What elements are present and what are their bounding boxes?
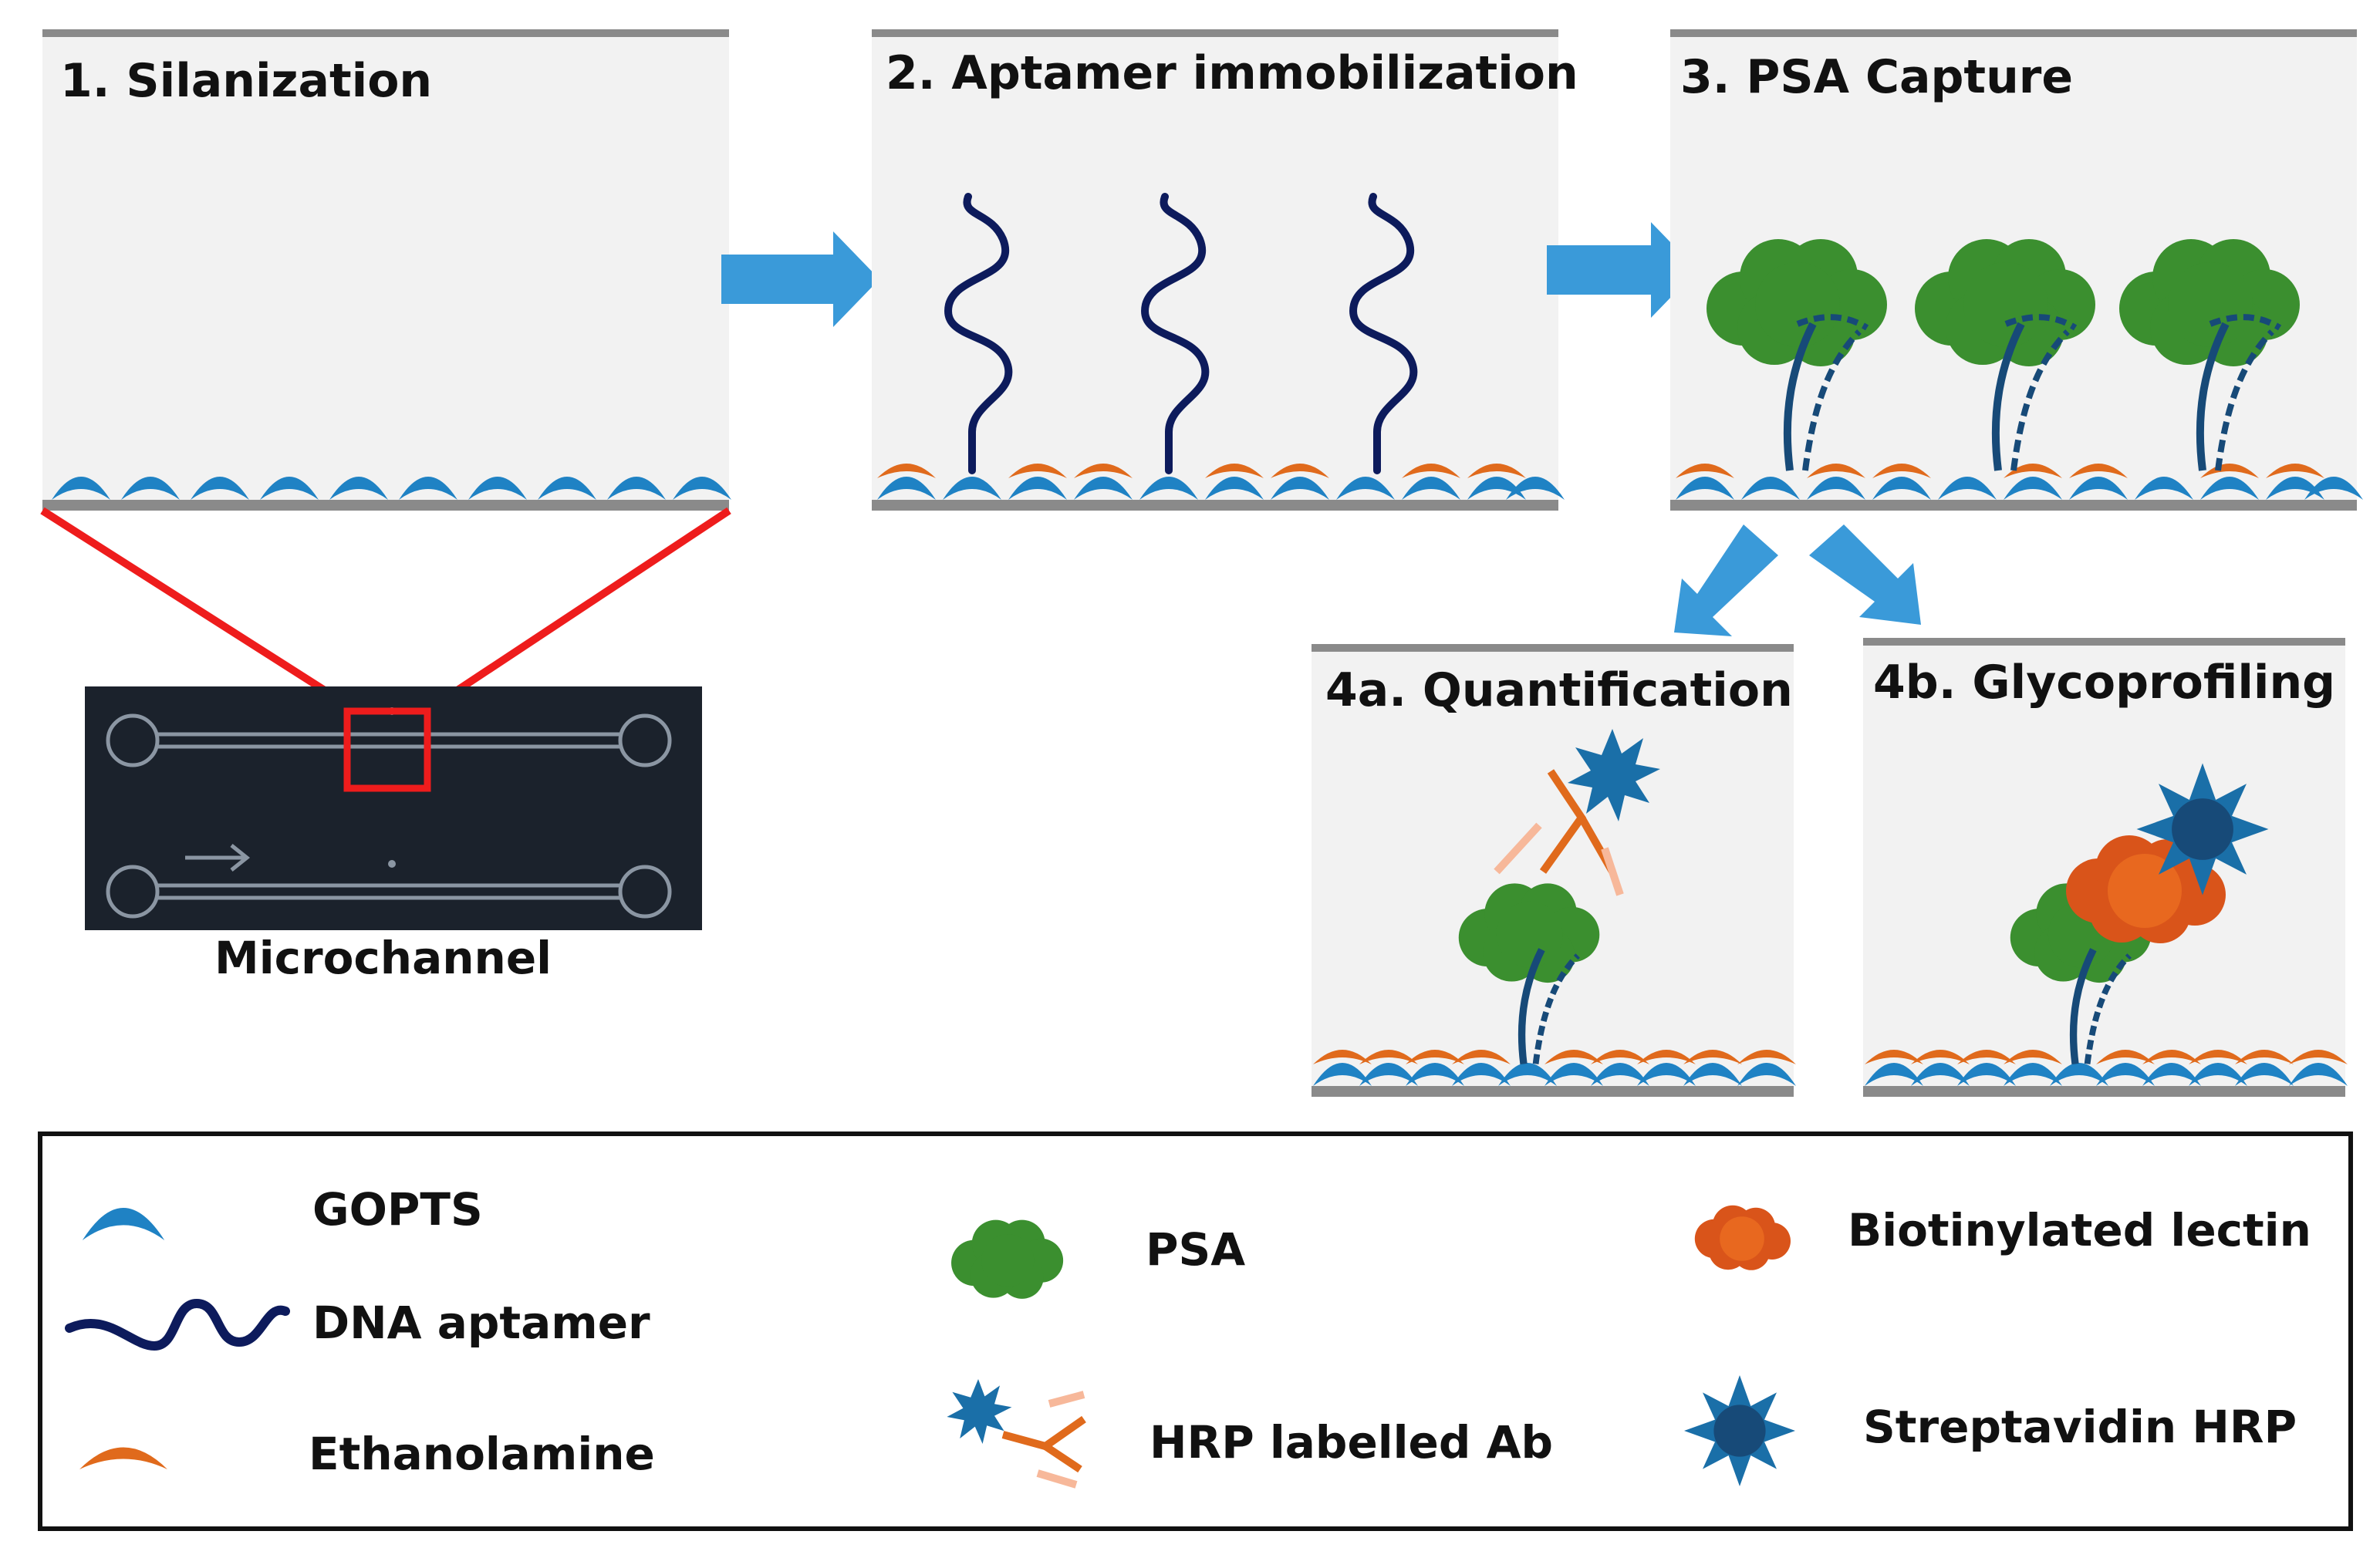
legend-label-gopts: GOPTS	[312, 1183, 483, 1236]
legend-item-dna-aptamer: DNA aptamer	[65, 1297, 650, 1351]
zoom-box	[343, 707, 431, 792]
panel-title-silanization: 1. Silanization	[60, 54, 432, 108]
legend-label-hrp-ab: HRP labelled Ab	[1149, 1416, 1553, 1469]
chip-label: Microchannel	[214, 932, 552, 984]
psa-quantification-complex	[1458, 883, 1600, 1064]
legend-label-streptavidin: Streptavidin HRP	[1863, 1401, 2297, 1453]
arrow-step1-to-step2	[721, 231, 879, 327]
panel-title-aptamer-immobilization: 2. Aptamer immobilization	[886, 46, 1578, 100]
legend: GOPTS DNA aptamer Ethanolamine PSA HRP l…	[38, 1131, 2353, 1531]
legend-item-lectin: Biotinylated lectin	[1694, 1204, 2311, 1270]
panel-quantification: 4a. Quantification	[1312, 644, 1796, 1097]
legend-item-ethanolamine: Ethanolamine	[79, 1428, 655, 1480]
legend-item-hrp-ab: HRP labelled Ab	[947, 1379, 1553, 1489]
legend-item-gopts: GOPTS	[82, 1183, 483, 1240]
legend-label-ethanolamine: Ethanolamine	[309, 1428, 655, 1480]
psa-glyco-complex	[2010, 883, 2152, 1064]
dna-aptamer-icon	[65, 1298, 290, 1351]
panel-title-psa-capture: 3. PSA Capture	[1680, 50, 2073, 104]
legend-label-dna-aptamer: DNA aptamer	[312, 1297, 650, 1349]
panel-title-glycoprofiling: 4b. Glycoprofiling	[1873, 656, 2335, 710]
legend-item-psa: PSA	[951, 1219, 1245, 1299]
legend-label-psa: PSA	[1146, 1223, 1245, 1276]
microchannel-chip: Microchannel	[85, 686, 702, 984]
hrp-antibody-quantification	[1494, 729, 1660, 896]
arrow-step3-to-4a	[1674, 524, 1778, 636]
panel-aptamer-immobilization: 2. Aptamer immobilization	[872, 29, 1578, 511]
panel-silanization: 1. Silanization	[42, 29, 731, 511]
arrow-step2-to-step3	[1547, 222, 1697, 318]
panel-psa-capture: 3. PSA Capture	[1670, 29, 2363, 511]
panel-glycoprofiling: 4b. Glycoprofiling	[1863, 638, 2348, 1097]
arrow-step3-to-4b	[1809, 524, 1921, 625]
captured-psa-complexes	[1707, 239, 2300, 471]
legend-label-lectin: Biotinylated lectin	[1848, 1204, 2311, 1256]
panel-title-quantification: 4a. Quantification	[1325, 663, 1793, 717]
zoom-lines	[40, 507, 731, 713]
legend-item-streptavidin: Streptavidin HRP	[1684, 1375, 2297, 1486]
